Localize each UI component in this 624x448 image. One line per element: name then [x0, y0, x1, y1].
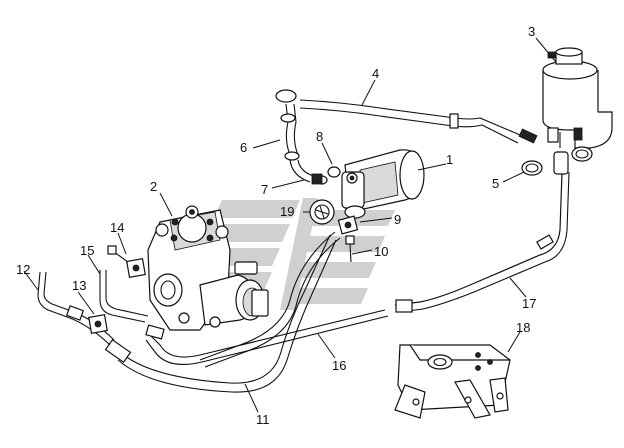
- label-16: 16: [332, 358, 346, 373]
- gearbox-2: [147, 205, 269, 331]
- label-19: 19: [280, 204, 294, 219]
- fitting-13: [65, 305, 108, 334]
- reservoir-3: [542, 47, 613, 149]
- pipe-11: [104, 234, 337, 393]
- hose-6: [275, 89, 315, 183]
- label-7: 7: [261, 182, 268, 197]
- fitting-14: [107, 245, 146, 278]
- leader-lines: [23, 37, 557, 413]
- label-4: 4: [372, 66, 379, 81]
- label-2: 2: [150, 179, 157, 194]
- label-9: 9: [394, 212, 401, 227]
- label-12: 12: [16, 262, 30, 277]
- clamp-5: [521, 146, 593, 176]
- label-17: 17: [522, 296, 536, 311]
- bolt-10: [345, 235, 355, 263]
- part-labels: 1 2 3 4 5 6 7 8 9 10 11 12 13 14 15 16 1…: [16, 24, 536, 427]
- pump-1: [341, 149, 425, 219]
- label-14: 14: [110, 220, 124, 235]
- label-3: 3: [528, 24, 535, 39]
- pipe-4: [299, 99, 538, 144]
- pipe-16: [145, 231, 389, 368]
- label-6: 6: [240, 140, 247, 155]
- label-1: 1: [446, 152, 453, 167]
- fittings-7-8: [311, 166, 341, 185]
- label-13: 13: [72, 278, 86, 293]
- label-5: 5: [492, 176, 499, 191]
- label-10: 10: [374, 244, 388, 259]
- pulley-19: [309, 199, 335, 225]
- label-8: 8: [316, 129, 323, 144]
- bracket-18: [394, 344, 511, 419]
- label-15: 15: [80, 243, 94, 258]
- pipe-17: [394, 171, 570, 313]
- pipe-15: [99, 270, 149, 323]
- label-11: 11: [256, 412, 270, 427]
- fitting-9: [337, 215, 359, 235]
- label-18: 18: [516, 320, 530, 335]
